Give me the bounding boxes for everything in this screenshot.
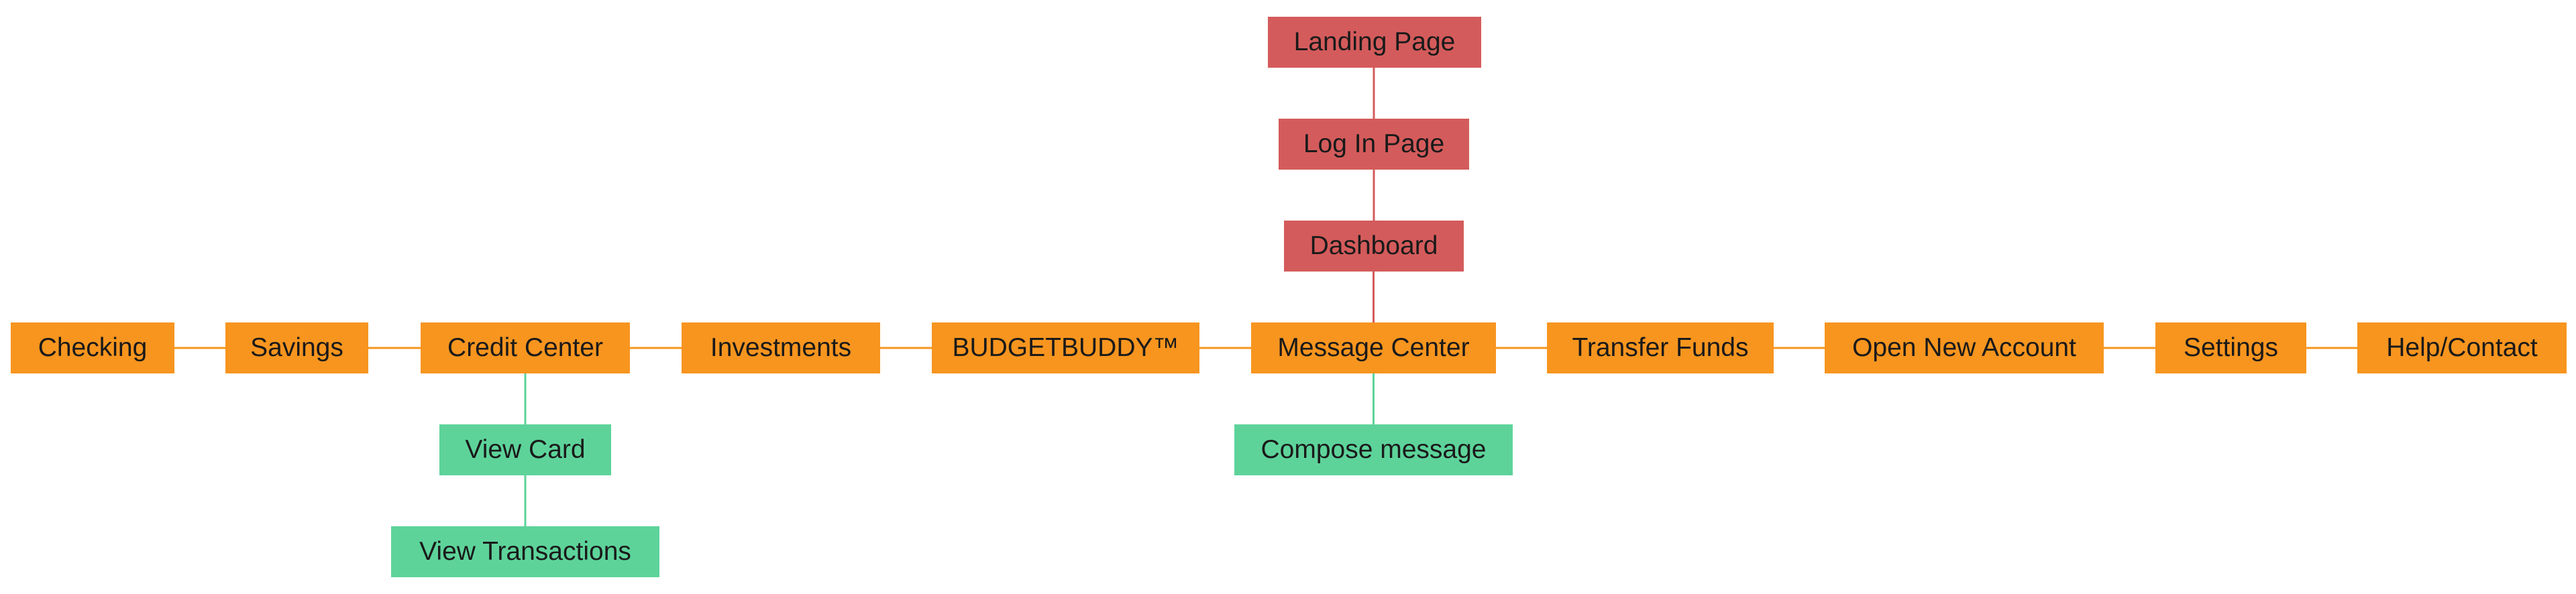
node-credit-center[interactable]: Credit Center [421, 322, 630, 373]
node-label: Compose message [1260, 435, 1487, 464]
node-message-center[interactable]: Message Center [1251, 322, 1496, 373]
node-log-in-page[interactable]: Log In Page [1279, 119, 1469, 170]
node-label: Log In Page [1303, 129, 1445, 158]
node-checking[interactable]: Checking [11, 322, 174, 373]
node-label: Open New Account [1852, 333, 2076, 362]
node-label: Message Center [1277, 333, 1470, 362]
node-label: Help/Contact [2386, 333, 2538, 362]
node-help-contact[interactable]: Help/Contact [2357, 322, 2567, 373]
node-label: Credit Center [447, 333, 603, 362]
node-transfer-funds[interactable]: Transfer Funds [1547, 322, 1774, 373]
node-label: Savings [250, 333, 343, 362]
node-label: Landing Page [1293, 27, 1456, 56]
node-savings[interactable]: Savings [225, 322, 368, 373]
node-investments[interactable]: Investments [682, 322, 880, 373]
node-label: Investments [710, 333, 852, 362]
node-dashboard[interactable]: Dashboard [1284, 221, 1464, 272]
node-label: Dashboard [1309, 231, 1438, 260]
node-view-card[interactable]: View Card [439, 424, 611, 475]
node-compose-message[interactable]: Compose message [1234, 424, 1513, 475]
node-open-new-account[interactable]: Open New Account [1825, 322, 2104, 373]
node-label: View Transactions [419, 537, 631, 566]
node-view-transactions[interactable]: View Transactions [391, 526, 659, 577]
node-budgetbuddy[interactable]: BUDGETBUDDY™ [932, 322, 1199, 373]
node-label: Transfer Funds [1572, 333, 1749, 362]
node-label: View Card [465, 435, 586, 464]
node-settings[interactable]: Settings [2155, 322, 2306, 373]
node-label: BUDGETBUDDY™ [952, 333, 1179, 362]
node-label: Checking [38, 333, 148, 362]
node-label: Settings [2184, 333, 2278, 362]
node-landing-page[interactable]: Landing Page [1268, 17, 1481, 68]
